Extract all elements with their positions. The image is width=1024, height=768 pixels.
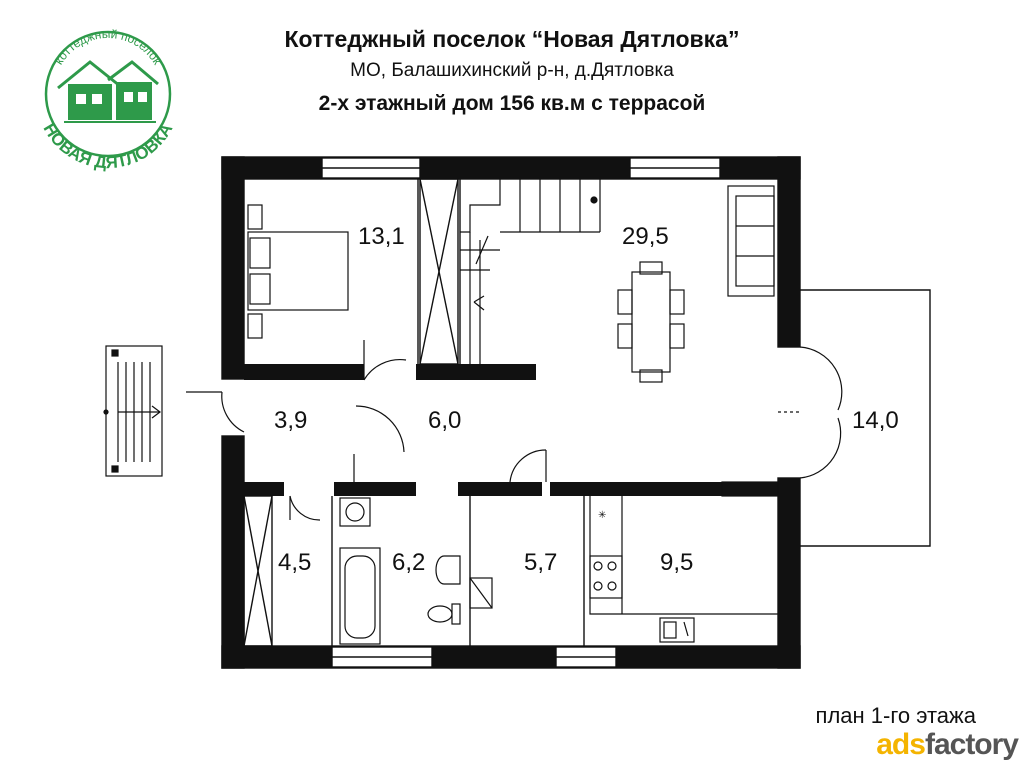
entrance-steps xyxy=(103,345,163,477)
bed xyxy=(247,204,349,339)
house-description: 2-х этажный дом 156 кв.м с террасой xyxy=(318,92,706,115)
staircase xyxy=(460,179,601,364)
page-subtitle: МО, Балашихинский р-н, д.Дятловка xyxy=(350,60,674,81)
room-area-13-1: 13,1 xyxy=(358,223,405,250)
logo: коттеджный поселок НОВАЯ ДЯТЛОВКА xyxy=(40,27,177,172)
kitchen-counter: ✳ xyxy=(589,496,778,643)
toilet xyxy=(427,603,461,625)
svg-text:✳: ✳ xyxy=(598,510,606,521)
room-area-9-5: 9,5 xyxy=(660,549,693,576)
room-area-6-0: 6,0 xyxy=(428,407,461,434)
sink xyxy=(339,497,461,585)
watermark-part1: ads xyxy=(876,728,926,761)
sofa xyxy=(727,185,775,297)
room-area-4-5: 4,5 xyxy=(278,549,311,576)
bathtub xyxy=(339,547,381,645)
house-icon xyxy=(57,60,159,123)
watermark: adsfactory xyxy=(876,728,1019,762)
room-area-6-2: 6,2 xyxy=(392,549,425,576)
boiler xyxy=(469,577,493,609)
page-title: Коттеджный поселок “Новая Дятловка” xyxy=(284,26,740,52)
room-area-5-7: 5,7 xyxy=(524,549,557,576)
watermark-part2: factory xyxy=(924,728,1019,761)
plan-caption: план 1-го этажа xyxy=(815,703,976,728)
terrace xyxy=(800,289,931,547)
room-area-29-5: 29,5 xyxy=(622,223,669,250)
room-area-3-9: 3,9 xyxy=(274,407,307,434)
dining-table xyxy=(617,261,685,383)
room-area-14-0: 14,0 xyxy=(852,407,899,434)
doors xyxy=(186,340,843,521)
